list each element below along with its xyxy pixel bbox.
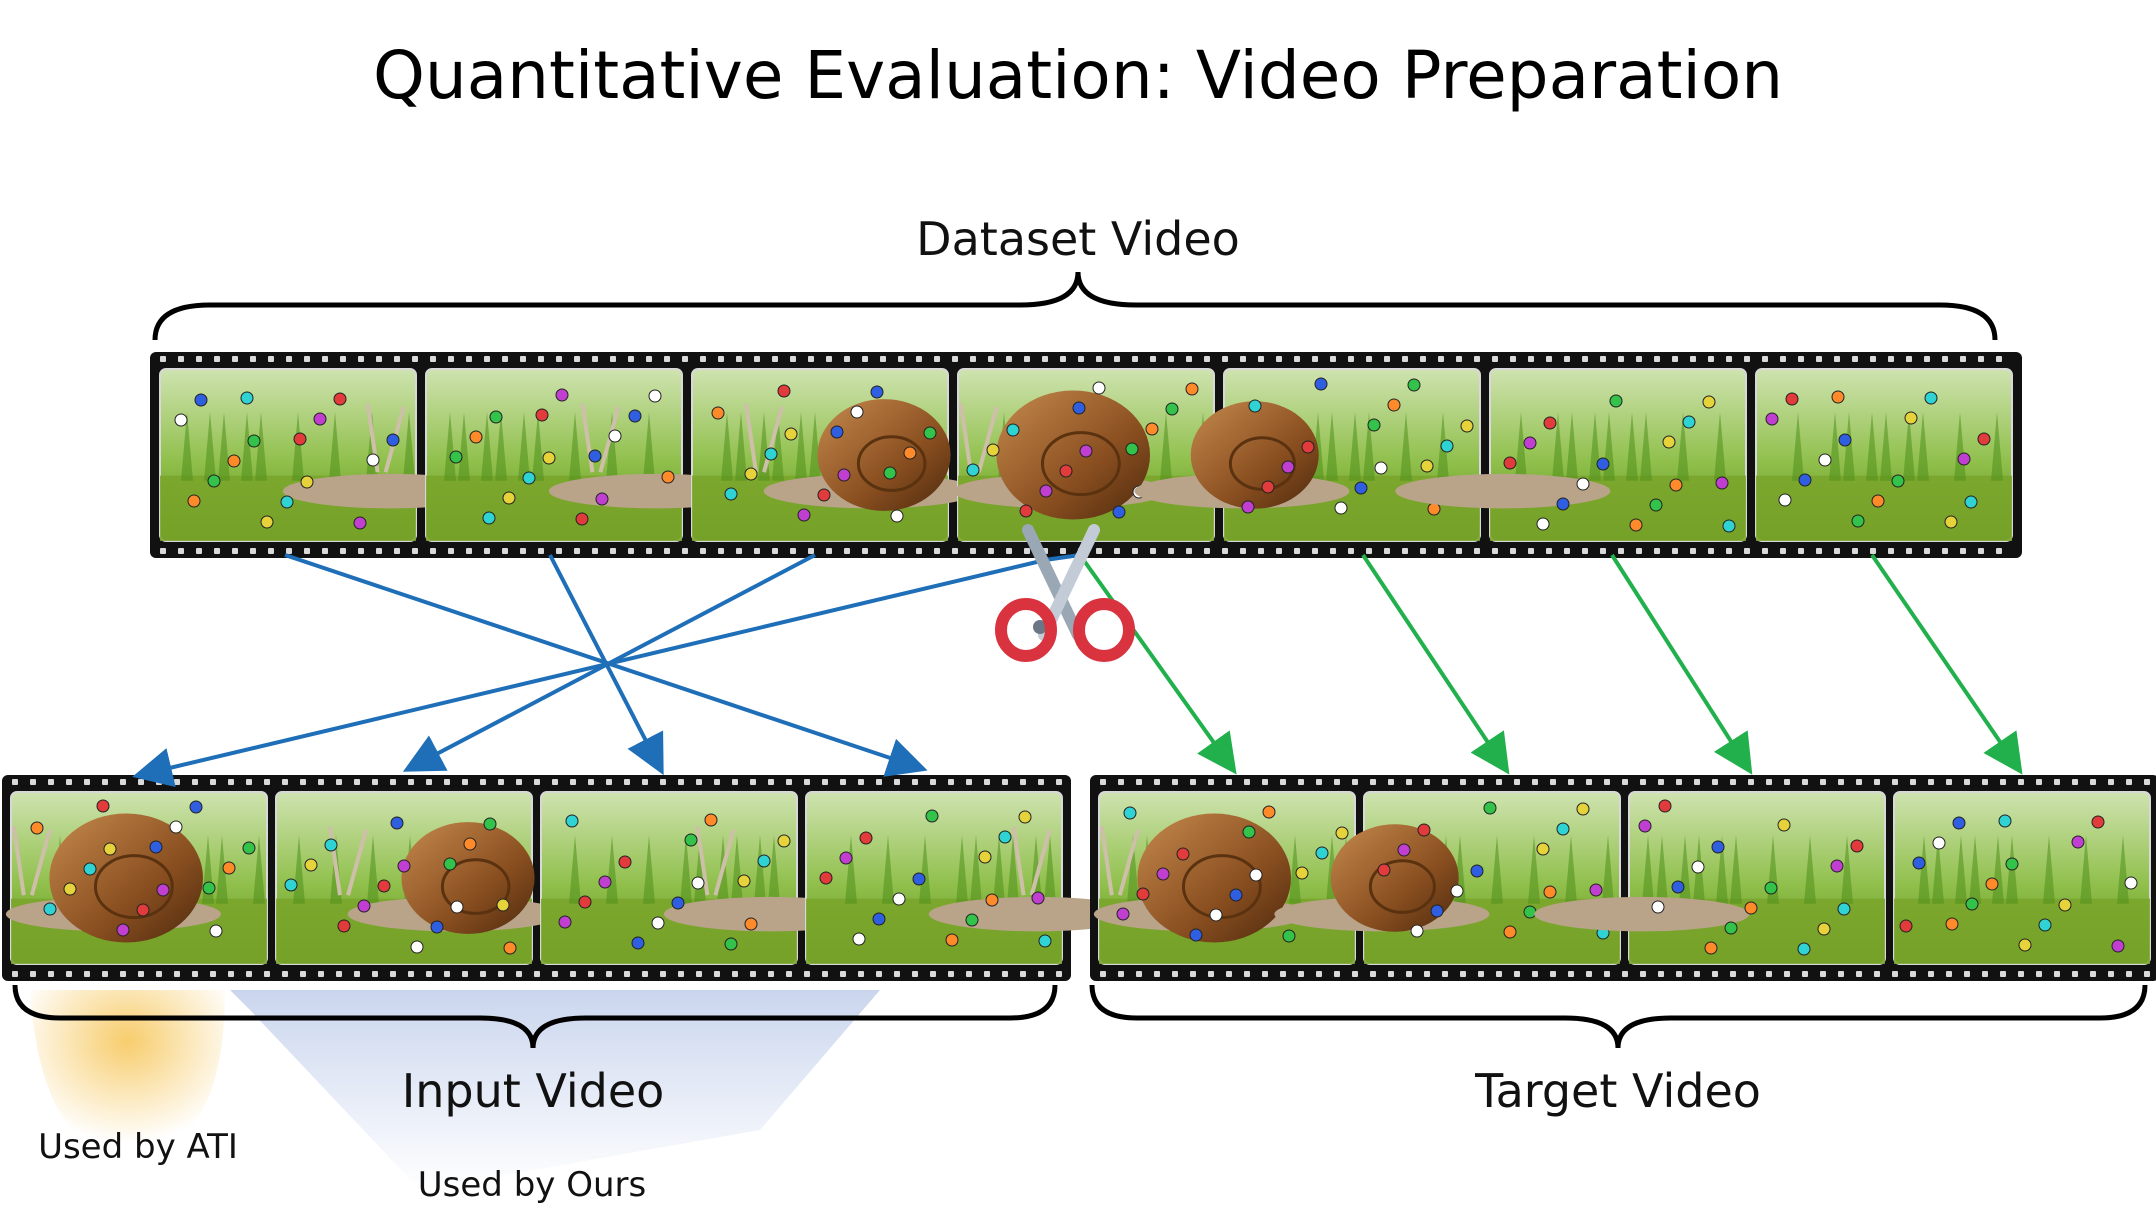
target-brace	[1089, 984, 2148, 1049]
video-frame	[5, 791, 268, 965]
input-video-label: Input Video	[402, 1064, 665, 1118]
target-arrow	[1610, 553, 1753, 775]
video-frame	[1755, 368, 2013, 542]
target-arrow	[1078, 553, 1237, 775]
video-frame	[691, 368, 979, 542]
target-arrow	[1870, 553, 2023, 775]
page-title: Quantitative Evaluation: Video Preparati…	[373, 37, 1783, 114]
ati-highlight	[30, 990, 225, 1160]
video-frame	[540, 791, 879, 965]
video-frame	[1534, 791, 1886, 965]
input-arrows	[132, 553, 1081, 788]
used-by-ours-note: Used by Ours	[418, 1165, 646, 1205]
video-frame	[952, 368, 1215, 542]
video-frame	[1093, 791, 1356, 965]
target-film-strip	[1090, 775, 2156, 981]
scissors-icon	[995, 524, 1135, 662]
input-arrow	[548, 554, 664, 776]
target-video-label: Target Video	[1474, 1064, 1761, 1118]
video-frame	[1395, 368, 1747, 542]
target-arrow	[1361, 553, 1510, 775]
video-frame	[805, 791, 1144, 965]
input-arrow	[284, 553, 928, 777]
input-film-strip	[2, 775, 1144, 981]
target-arrows	[1078, 553, 2023, 775]
dataset-video-label: Dataset Video	[916, 212, 1240, 266]
dataset-film-strip	[150, 352, 2022, 558]
ours-highlight	[230, 990, 880, 1190]
input-brace	[12, 984, 1058, 1049]
used-by-ati-note: Used by ATI	[38, 1127, 238, 1167]
video-frame	[1893, 791, 2151, 965]
video-frame	[275, 791, 563, 965]
dataset-brace	[152, 271, 1998, 341]
input-arrow	[132, 553, 1081, 788]
